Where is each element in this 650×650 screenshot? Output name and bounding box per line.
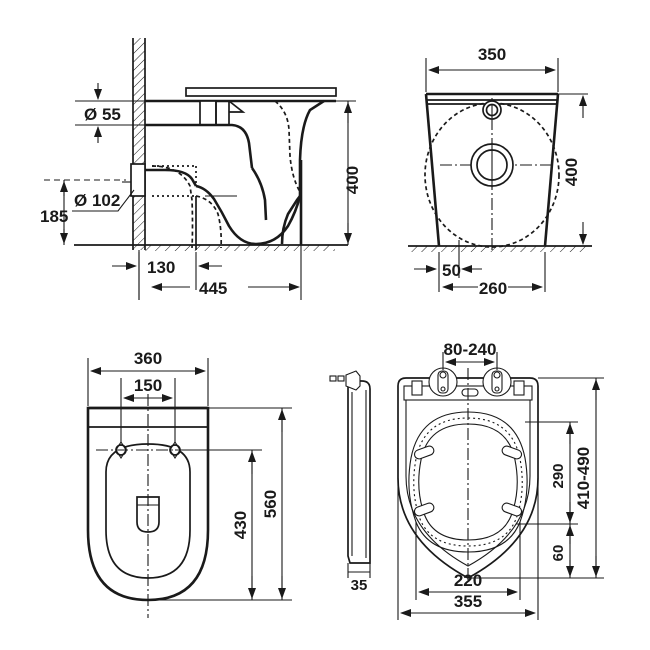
seat-centre-bumper — [461, 388, 479, 397]
dim-290: 290 — [550, 463, 567, 488]
seat-hinge-bracket — [345, 370, 361, 391]
seat-hinge-right — [482, 367, 512, 397]
seat-bumper-slots — [413, 445, 523, 517]
hidden-outlet-bend-a — [151, 165, 194, 249]
soil-outlet-box — [130, 163, 146, 197]
seat-profile: 35 — [329, 370, 371, 594]
connector-neck — [216, 101, 230, 126]
bumper-slot-bottom-left — [413, 502, 435, 517]
dim-d55: Ø 55 — [84, 105, 121, 124]
hidden-outlet-bend-b — [195, 195, 223, 249]
dim-430: 430 — [231, 511, 250, 539]
floor-hatch — [145, 245, 335, 251]
hidden-flush-channel — [274, 100, 301, 193]
view-side-section: Ø 55 Ø 102 185 400 130 445 — [40, 38, 362, 300]
dim-50: 50 — [442, 261, 461, 280]
dim-80-240: 80-240 — [444, 340, 497, 359]
dim-260: 260 — [479, 279, 507, 298]
dim-d102: Ø 102 — [74, 191, 120, 210]
wall-hatch — [133, 38, 145, 250]
front-floor-hatch — [408, 246, 588, 252]
pedestal-front-lower — [280, 195, 302, 245]
hidden-bowl-outline — [424, 102, 560, 248]
dim-560: 560 — [261, 490, 280, 518]
bowl-inner-wall — [250, 167, 268, 221]
trap-bowl-underside — [195, 184, 302, 246]
bumper-slot-top-left — [413, 445, 435, 460]
hinge-pin-a — [329, 375, 337, 382]
view-plan: 360 150 560 430 — [86, 349, 292, 618]
pedestal-front-upper — [298, 99, 325, 196]
dim-410-490: 410-490 — [574, 447, 593, 509]
seat-opening-stipple — [413, 417, 523, 547]
dim-355: 355 — [454, 592, 482, 611]
front-right-edge — [543, 93, 560, 247]
trap-upper — [145, 168, 198, 187]
dim-185: 185 — [40, 207, 68, 226]
bumper-slot-top-right — [501, 445, 523, 460]
view-seat: 35 — [329, 340, 604, 620]
dim-350: 350 — [478, 45, 506, 64]
dim-220: 220 — [454, 571, 482, 590]
dim-400-side: 400 — [343, 166, 362, 194]
bowl-rear-inner — [216, 123, 254, 169]
d102-leader — [72, 189, 135, 212]
seat-hinge-left — [428, 367, 458, 397]
flush-inlet-connector — [199, 100, 217, 126]
hinge-pin-b — [337, 375, 345, 382]
dim-35: 35 — [351, 577, 368, 594]
connector-flare — [228, 100, 246, 113]
seat-lid-slab — [185, 87, 337, 97]
dim-360: 360 — [134, 349, 162, 368]
front-left-edge — [424, 93, 441, 247]
dim-445: 445 — [199, 279, 227, 298]
dim-150: 150 — [134, 376, 162, 395]
hinge-bar-clip-left — [411, 380, 423, 396]
bumper-slot-bottom-right — [501, 502, 523, 517]
seat-profile-outline — [347, 380, 371, 564]
dim-400-front: 400 — [562, 158, 581, 186]
hinge-bar-clip-right — [513, 380, 525, 396]
view-front: 350 400 50 260 — [408, 45, 592, 298]
dim-130: 130 — [147, 258, 175, 277]
dim-60: 60 — [550, 545, 567, 562]
plan-bowl-oval — [105, 443, 191, 579]
